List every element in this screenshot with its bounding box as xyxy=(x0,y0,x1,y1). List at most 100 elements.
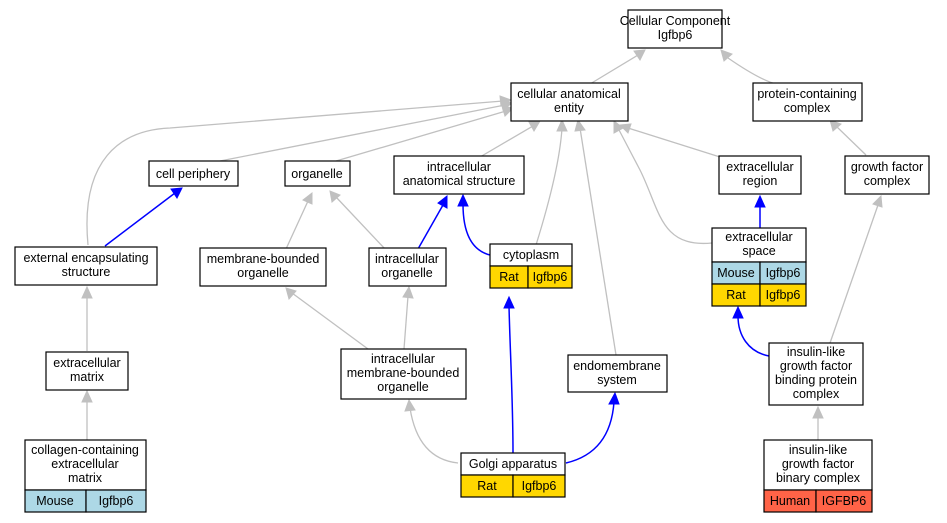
node-label: region xyxy=(743,174,778,188)
edge-io-organelle xyxy=(335,196,386,250)
species-label: Human xyxy=(770,494,810,508)
node-label: entity xyxy=(554,101,585,115)
node-label: Igfbp6 xyxy=(658,28,693,42)
arrowhead xyxy=(574,118,586,132)
arrowhead xyxy=(618,123,632,134)
node-igf-binding-protein-complex[interactable]: insulin-like growth factor binding prote… xyxy=(768,342,864,406)
node-external-encapsulating-structure[interactable]: external encapsulating structure xyxy=(14,246,158,286)
node-label: organelle xyxy=(377,380,428,394)
node-label: system xyxy=(597,373,637,387)
node-label: insulin-like xyxy=(789,443,847,457)
edge-imbo-mbo xyxy=(291,292,369,350)
node-label: cytoplasm xyxy=(503,248,559,262)
node-label: extracellular xyxy=(725,230,792,244)
node-intracellular-anatomical-structure[interactable]: intracellular anatomical structure xyxy=(393,155,525,195)
edge-imbo-io xyxy=(403,295,409,350)
node-protein-containing-complex[interactable]: protein-containing complex xyxy=(752,82,863,122)
node-collagen-containing-extracellular-matrix[interactable]: collagen-containing extracellular matrix… xyxy=(24,439,147,513)
node-label: Cellular Component xyxy=(620,14,731,28)
node-label: organelle xyxy=(381,266,432,280)
node-intracellular-organelle[interactable]: intracellular organelle xyxy=(368,247,447,287)
edge-golgi-imbo xyxy=(409,407,459,464)
edge-ems-cae xyxy=(579,127,617,356)
arrowhead xyxy=(503,295,515,309)
edge-cellperiphery-cae xyxy=(219,104,506,162)
node-label: organelle xyxy=(291,167,342,181)
node-label: intracellular xyxy=(375,252,439,266)
node-cell-periphery[interactable]: cell periphery xyxy=(148,160,239,187)
node-label: Golgi apparatus xyxy=(469,457,557,471)
arrowhead xyxy=(437,194,448,209)
node-endomembrane-system[interactable]: endomembrane system xyxy=(567,354,668,393)
node-label: binary complex xyxy=(776,471,861,485)
node-label: membrane-bounded xyxy=(207,252,320,266)
edge-cae-root xyxy=(589,54,639,85)
node-label: collagen-containing xyxy=(31,443,139,457)
node-cellular-component[interactable]: Cellular Component Igfbp6 xyxy=(620,9,731,49)
gene-label: Igfbp6 xyxy=(99,494,134,508)
arrowhead xyxy=(170,187,183,199)
gene-cell xyxy=(85,489,147,513)
node-label: insulin-like xyxy=(787,345,845,359)
gene-cell xyxy=(815,489,873,513)
node-membrane-bounded-organelle[interactable]: membrane-bounded organelle xyxy=(199,247,327,287)
node-label: endomembrane xyxy=(573,359,661,373)
node-label: cellular anatomical xyxy=(517,87,621,101)
arrowhead xyxy=(329,190,341,203)
arrowhead xyxy=(732,305,744,319)
node-label: growth factor xyxy=(851,160,923,174)
nodes: Cellular Component Igfbp6 cellular anato… xyxy=(14,9,930,513)
node-extracellular-matrix[interactable]: extracellular matrix xyxy=(45,351,129,391)
gene-cell xyxy=(527,265,573,289)
edge-golgi-cytoplasm xyxy=(508,305,514,454)
arrowhead xyxy=(457,193,469,207)
arrowhead xyxy=(81,285,93,299)
species-label: Rat xyxy=(726,288,746,302)
node-label: structure xyxy=(62,265,111,279)
edge-igfbp-gfc xyxy=(829,204,879,344)
edge-organelle-cae xyxy=(335,110,507,162)
node-label: complex xyxy=(793,387,840,401)
arrowhead xyxy=(501,105,515,117)
node-label: anatomical structure xyxy=(403,174,516,188)
node-igf-binary-complex[interactable]: insulin-like growth factor binary comple… xyxy=(763,439,873,513)
node-cytoplasm[interactable]: cytoplasm Rat Igfbp6 xyxy=(489,243,573,289)
node-label: space xyxy=(742,244,775,258)
edge-io-ias xyxy=(417,204,444,250)
species-label: Mouse xyxy=(717,266,755,280)
species-label: Mouse xyxy=(36,494,74,508)
node-label: intracellular xyxy=(371,352,435,366)
node-intracellular-membrane-bounded-organelle[interactable]: intracellular membrane-bounded organelle xyxy=(340,348,467,400)
node-organelle[interactable]: organelle xyxy=(284,160,351,187)
edge-ecs-cae xyxy=(617,127,713,245)
gene-cell xyxy=(759,283,807,307)
node-extracellular-space[interactable]: extracellular space Mouse Igfbp6 Rat Igf… xyxy=(711,227,807,307)
arrowhead xyxy=(720,49,733,62)
edge-gfc-pcc xyxy=(835,125,867,156)
node-extracellular-region[interactable]: extracellular region xyxy=(718,155,802,195)
node-growth-factor-complex[interactable]: growth factor complex xyxy=(844,155,930,195)
arrowhead xyxy=(285,287,297,301)
edge-mbo-organelle xyxy=(285,200,309,250)
gene-label: Igfbp6 xyxy=(533,270,568,284)
arrowhead xyxy=(608,391,620,405)
edge-ees-cellperiphery xyxy=(104,192,176,247)
node-label: organelle xyxy=(237,266,288,280)
gene-label: Igfbp6 xyxy=(766,266,801,280)
gene-label: Igfbp6 xyxy=(522,479,557,493)
arrowhead xyxy=(402,285,414,299)
arrowhead xyxy=(754,194,766,208)
node-label: growth factor xyxy=(782,457,854,471)
node-label: binding protein xyxy=(775,373,857,387)
edge-igfbp-ecs xyxy=(737,315,770,357)
edge-cytoplasm-ias xyxy=(462,203,491,256)
arrowhead xyxy=(633,49,646,61)
edge-pcc-root xyxy=(727,57,777,85)
arrowhead xyxy=(613,119,624,134)
node-label: protein-containing xyxy=(757,87,856,101)
node-label: extracellular xyxy=(726,160,793,174)
node-golgi-apparatus[interactable]: Golgi apparatus Rat Igfbp6 xyxy=(460,452,566,498)
node-cellular-anatomical-entity[interactable]: cellular anatomical entity xyxy=(510,82,629,122)
species-label: Rat xyxy=(499,270,519,284)
